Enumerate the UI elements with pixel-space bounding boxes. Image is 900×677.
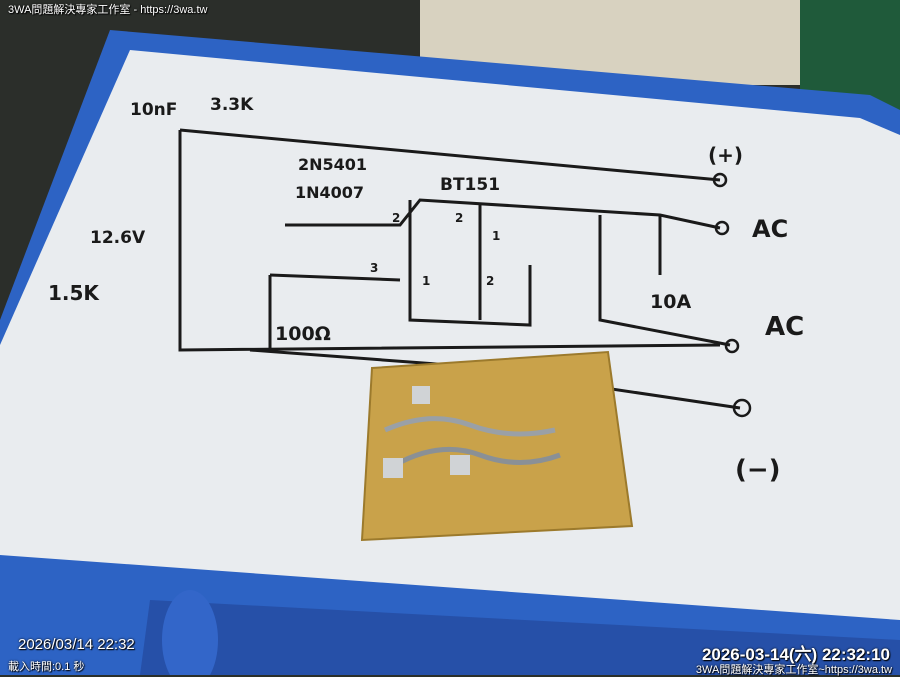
load-time-text: 載入時間:0.1 秒: [8, 661, 85, 673]
label-minus: (−): [735, 455, 781, 485]
label-bridge: 10A: [650, 291, 691, 313]
label-r1: 3.3K: [210, 95, 254, 115]
label-pin: 2: [392, 211, 400, 225]
circuit-labels: 10nF 3.3K 2N5401 1N4007 BT151 12.6V 1.5K…: [48, 95, 804, 485]
top-watermark: 3WA問題解決專家工作室 - https://3wa.tw: [8, 4, 208, 16]
label-plus: (+): [708, 143, 743, 167]
label-scr: BT151: [440, 175, 500, 195]
label-zener: 12.6V: [90, 228, 146, 248]
timestamp-left: 2026/03/14 22:32: [18, 636, 135, 653]
label-transistor: 2N5401: [298, 155, 367, 174]
timestamp-right: 2026-03-14(六) 22:32:10: [701, 645, 890, 664]
label-r2: 1.5K: [48, 281, 100, 305]
label-pin: 1: [492, 229, 500, 243]
bottom-watermark: 3WA問題解決專家工作室~https://3wa.tw: [695, 664, 892, 676]
perfboard: [360, 350, 634, 542]
label-pin: 3: [370, 261, 378, 275]
label-pin: 2: [455, 211, 463, 225]
label-r3: 100Ω: [275, 323, 331, 345]
whiteboard: [0, 50, 900, 620]
label-ac2: AC: [765, 312, 804, 342]
label-pin: 2: [486, 274, 494, 288]
label-cap: 10nF: [130, 100, 177, 120]
label-ac1: AC: [752, 215, 788, 243]
label-diode: 1N4007: [295, 183, 364, 202]
label-pin: 1: [422, 274, 430, 288]
